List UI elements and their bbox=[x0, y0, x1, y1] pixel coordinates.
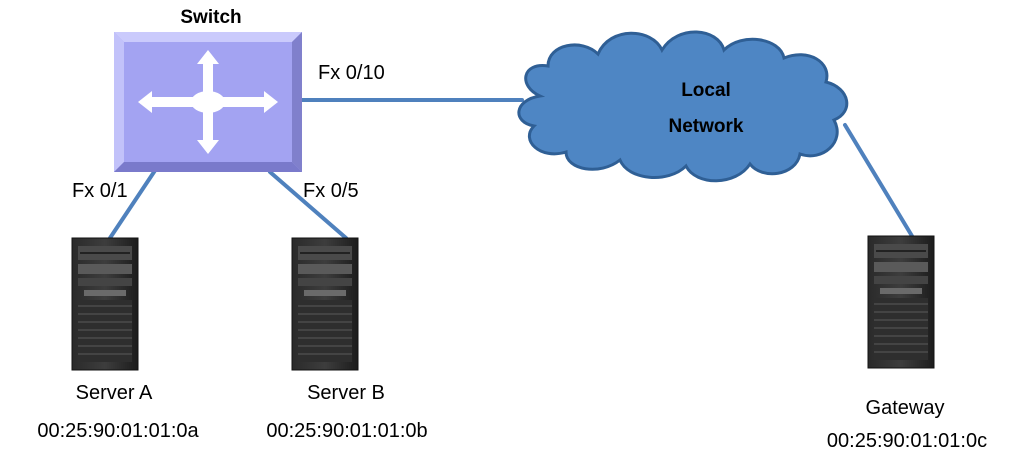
server-b-icon bbox=[291, 237, 359, 371]
link-network-to-gateway bbox=[843, 123, 914, 238]
port-uplink-label: Fx 0/10 bbox=[318, 62, 385, 84]
links bbox=[108, 98, 914, 240]
switch-title: Switch bbox=[180, 7, 242, 28]
gateway-name: Gateway bbox=[865, 397, 945, 419]
network-label-line1: Local bbox=[681, 80, 731, 101]
port-server-a-label: Fx 0/1 bbox=[72, 180, 128, 202]
server-b-mac: 00:25:90:01:01:0b bbox=[266, 420, 428, 442]
cloud-icon bbox=[517, 30, 849, 183]
network-label-line2: Network bbox=[668, 116, 744, 137]
server-b-name: Server B bbox=[307, 382, 385, 404]
gateway-icon bbox=[867, 235, 935, 369]
server-a-name: Server A bbox=[75, 382, 153, 404]
port-server-b-label: Fx 0/5 bbox=[303, 180, 359, 202]
switch-icon bbox=[114, 32, 302, 172]
link-switch-to-server-a bbox=[108, 161, 162, 240]
server-a-icon bbox=[71, 237, 139, 371]
link-switch-to-server-b bbox=[268, 170, 348, 240]
gateway-mac: 00:25:90:01:01:0c bbox=[826, 430, 988, 452]
server-a-mac: 00:25:90:01:01:0a bbox=[37, 420, 199, 442]
